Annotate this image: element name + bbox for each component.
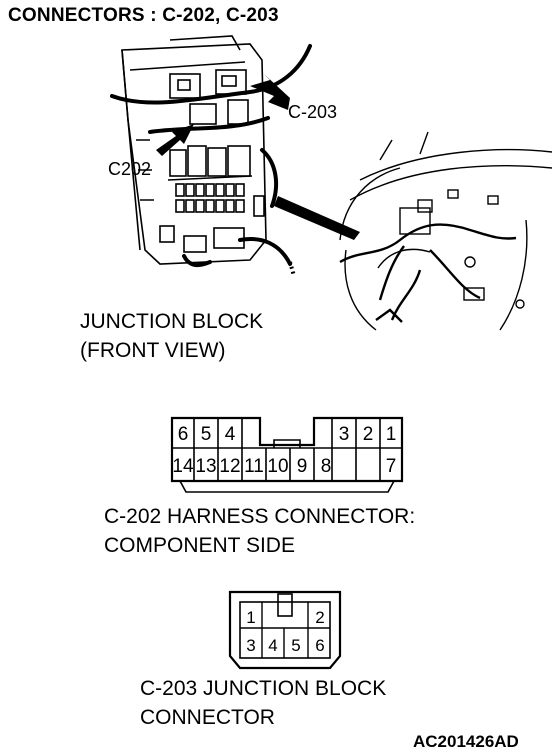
- dashboard-outline: [359, 148, 553, 181]
- c202-caption-line1: C-202 HARNESS CONNECTOR:: [104, 505, 416, 528]
- c203-pin: 4: [268, 636, 277, 655]
- c202-callout-arrow: [156, 124, 194, 156]
- c202-pin: 4: [225, 424, 236, 445]
- c202-pin: 2: [363, 424, 374, 445]
- c203-connector-face: [228, 590, 342, 670]
- c202-bottom-pins: 14 13 12 11 10 9 8 7: [172, 456, 396, 477]
- c202-pin: 13: [195, 456, 216, 477]
- page-title: CONNECTORS : C-202, C-203: [8, 5, 279, 26]
- c203-callout-label: C-203: [288, 102, 338, 122]
- junction-block-label-line1: JUNCTION BLOCK: [80, 310, 264, 333]
- c202-connector-face: [170, 416, 404, 493]
- c202-pin: 7: [386, 456, 397, 477]
- c203-callout-arrow: [250, 74, 290, 110]
- c203-pin: 3: [246, 636, 255, 655]
- c202-pin: 9: [297, 456, 308, 477]
- c203-pin: 6: [315, 636, 324, 655]
- harness-wire: [260, 148, 279, 208]
- c203-pin: 1: [246, 608, 255, 627]
- junction-block-label-line2: (FRONT VIEW): [80, 339, 226, 362]
- c203-pin: 2: [315, 608, 324, 627]
- c202-pin: 14: [172, 456, 194, 477]
- c202-pin: 12: [219, 456, 240, 477]
- c202-caption-line2: COMPONENT SIDE: [104, 534, 295, 557]
- harness-wire: [110, 44, 312, 105]
- c202-pin: 1: [386, 424, 397, 445]
- harness-wire: [182, 254, 212, 268]
- c202-pin: 10: [267, 456, 288, 477]
- harness-wire: [148, 116, 270, 134]
- harness-wire: [238, 237, 292, 266]
- c202-pin: 5: [201, 424, 212, 445]
- junction-block-housing: [121, 43, 267, 265]
- view-direction-arrow: [274, 196, 360, 240]
- c203-caption-line2: CONNECTOR: [140, 706, 275, 729]
- c202-top-pins: 6 5 4 3 2 1: [178, 424, 397, 445]
- c203-caption-line1: C-203 JUNCTION BLOCK: [140, 677, 387, 700]
- c202-callout-label: C202: [108, 159, 152, 179]
- dashboard-harness: [339, 223, 517, 264]
- c202-pin: 3: [339, 424, 350, 445]
- c203-pin: 5: [291, 636, 300, 655]
- c202-pin: 8: [321, 456, 332, 477]
- c202-pin: 11: [244, 456, 264, 477]
- c202-pin: 6: [178, 424, 189, 445]
- figure-code: AC201426AD: [413, 732, 519, 751]
